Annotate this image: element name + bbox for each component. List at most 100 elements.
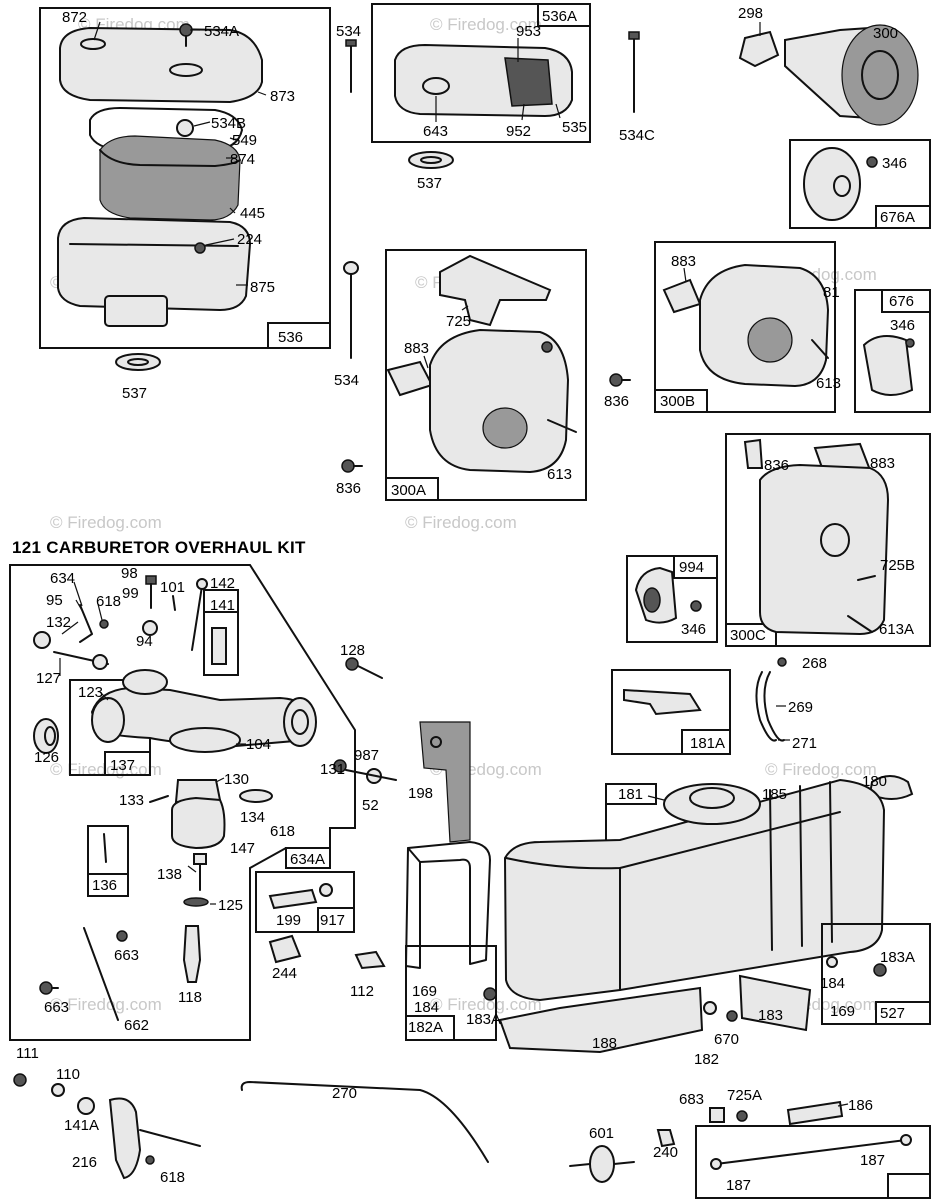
group-box-300a — [385, 249, 587, 501]
leader — [837, 1103, 849, 1107]
lever-assembly — [13, 1073, 201, 1180]
seal-hole — [127, 358, 149, 366]
muffler-outlet — [482, 407, 528, 449]
callout: 346 — [882, 155, 907, 172]
screw-123 — [353, 663, 383, 679]
bolt-head — [343, 261, 359, 275]
screw-head — [609, 373, 623, 387]
needle-valve-94 — [211, 627, 227, 665]
filter-952 — [504, 57, 553, 107]
callout: 198 — [408, 785, 433, 802]
screw-725b — [857, 575, 876, 581]
group-label-box — [881, 289, 931, 313]
clip-185 — [826, 956, 838, 968]
bottom-fittings — [569, 1100, 931, 1199]
link-662 — [83, 927, 119, 1021]
callout: 663 — [44, 999, 69, 1016]
callout: 346 — [890, 317, 915, 334]
bolt-head — [345, 39, 357, 47]
tank-rib — [829, 781, 833, 943]
group-label-box — [537, 3, 591, 27]
air-cleaner-base — [57, 216, 252, 312]
leader — [215, 777, 225, 783]
callout: 987 — [354, 747, 379, 764]
callout: 676A — [880, 209, 915, 226]
carb-intake — [91, 697, 125, 743]
callout: 663 — [114, 947, 139, 964]
rod-end — [710, 1158, 722, 1170]
screw-184 — [483, 987, 497, 1001]
group-label-box — [875, 1001, 931, 1025]
carb-bowl-top — [122, 669, 168, 695]
callout: 537 — [122, 385, 147, 402]
throttle-lever — [92, 654, 108, 670]
group-label-box — [875, 205, 931, 229]
callout: 81 — [823, 284, 840, 301]
callout: 346 — [681, 621, 706, 638]
screw-head — [345, 657, 359, 671]
part-643 — [422, 77, 450, 95]
seal-537 — [115, 353, 161, 371]
leader — [423, 355, 429, 369]
leader — [257, 91, 267, 96]
lock-washer-298 — [738, 30, 780, 68]
filter-inlet — [569, 1163, 591, 1167]
washer-670 — [703, 1001, 717, 1015]
callout: 137 — [110, 757, 135, 774]
air-cleaner-cover — [59, 26, 263, 104]
screw-184 — [873, 963, 887, 977]
leader — [97, 603, 103, 621]
muffler-group-300c — [725, 433, 931, 647]
callout: 300B — [660, 393, 695, 410]
callout: 683 — [679, 1091, 704, 1108]
bolt-534c — [628, 31, 640, 113]
callout: 300C — [730, 627, 766, 644]
screw-95 — [145, 1155, 155, 1165]
callout: 244 — [272, 965, 297, 982]
guard-hole — [833, 175, 851, 197]
callout: 270 — [332, 1085, 357, 1102]
air-cleaner-assembly — [39, 7, 331, 371]
watermark: © Firedog.com — [765, 760, 877, 779]
muffler-body — [429, 328, 570, 474]
callout: 94 — [136, 633, 153, 650]
callout: 534C — [619, 127, 655, 144]
callout: 613 — [816, 375, 841, 392]
callout: 536A — [542, 8, 577, 25]
strap-182a — [498, 986, 704, 1054]
cover-boss — [80, 38, 106, 50]
callout: 95 — [46, 592, 63, 609]
callout: 188 — [592, 1035, 617, 1052]
callout: 534A — [204, 23, 239, 40]
fitting-244 — [354, 950, 386, 970]
callout: 182 — [694, 1051, 719, 1068]
group-label-box — [267, 322, 331, 349]
screw-head — [341, 459, 355, 473]
callout: 549 — [232, 132, 257, 149]
leader — [229, 137, 237, 141]
screw-683 — [736, 1110, 748, 1122]
washer-138 — [183, 897, 209, 907]
guard-screen — [643, 587, 661, 613]
tank-body — [503, 778, 886, 1002]
callout: 883 — [671, 253, 696, 270]
carb-flange-hole — [291, 709, 309, 735]
leader — [93, 21, 101, 41]
callout: 445 — [240, 205, 265, 222]
bolt-head — [628, 31, 640, 40]
screw-147-head — [193, 853, 207, 865]
callout: 601 — [589, 1125, 614, 1142]
muffler-guard-676a — [789, 139, 931, 229]
callout: 185 — [762, 786, 787, 803]
callout: 52 — [362, 797, 379, 814]
callout: 99 — [122, 585, 139, 602]
callout: 142 — [210, 575, 235, 592]
callout: 534B — [211, 115, 246, 132]
callout: 300 — [873, 25, 898, 42]
bracket-182 — [738, 974, 812, 1032]
screw-224 — [194, 242, 206, 254]
muffler-group-300a — [385, 249, 587, 501]
callout: 952 — [506, 123, 531, 140]
needle-134 — [103, 833, 107, 863]
lever-shaft — [139, 1129, 201, 1147]
